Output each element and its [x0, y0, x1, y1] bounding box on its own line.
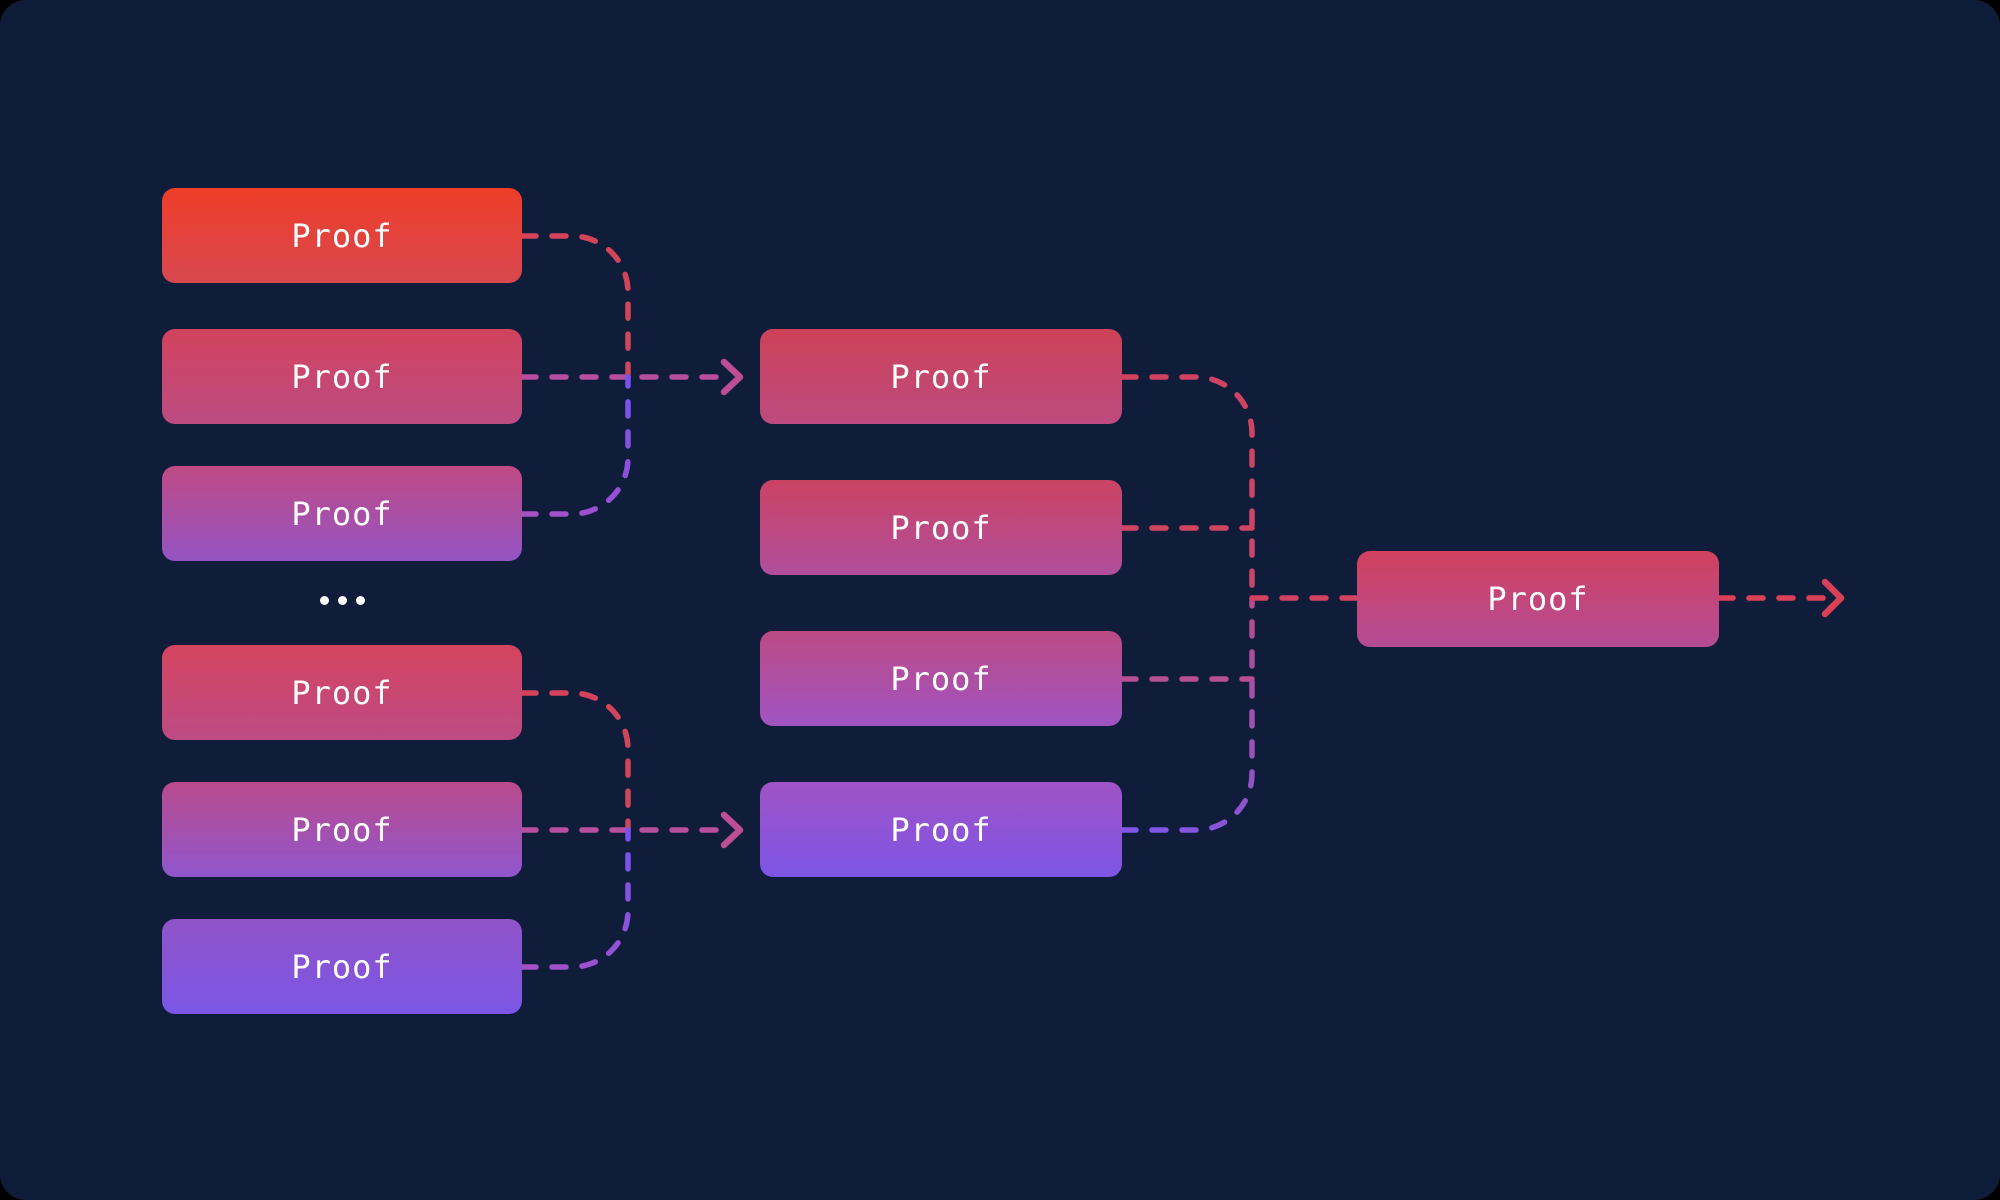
- connector-left1-curve: [519, 233, 631, 380]
- ellipsis-dot: [355, 595, 365, 605]
- connector-mid4-curve: [1119, 595, 1255, 833]
- proof-node: Proof: [1357, 551, 1719, 647]
- proof-node-label: Proof: [291, 357, 393, 396]
- proof-node: Proof: [162, 329, 522, 424]
- proof-node: Proof: [760, 480, 1122, 575]
- connector-left4-curve: [519, 690, 631, 833]
- connector-left6-curve: [519, 827, 631, 970]
- ellipsis-dot: [337, 595, 347, 605]
- proof-node: Proof: [162, 645, 522, 740]
- proof-node-label: Proof: [890, 810, 992, 849]
- proof-node-label: Proof: [890, 508, 992, 547]
- connector-left3-curve: [519, 374, 631, 517]
- proof-node-label: Proof: [890, 357, 992, 396]
- ellipsis-dot: [319, 595, 329, 605]
- proof-node-label: Proof: [291, 216, 393, 255]
- proof-node: Proof: [760, 329, 1122, 424]
- proof-node-label: Proof: [890, 659, 992, 698]
- proof-node: Proof: [760, 782, 1122, 877]
- proof-node: Proof: [162, 919, 522, 1014]
- arrowhead-right-icon: [720, 358, 744, 396]
- proof-node: Proof: [162, 782, 522, 877]
- proof-node-label: Proof: [1487, 580, 1589, 618]
- arrowhead-right-icon: [720, 811, 744, 849]
- proof-node-label: Proof: [291, 947, 393, 986]
- proof-node-label: Proof: [291, 810, 393, 849]
- proof-node: Proof: [162, 188, 522, 283]
- connector-mid1-curve: [1119, 374, 1255, 601]
- proof-node: Proof: [162, 466, 522, 561]
- proof-node-label: Proof: [291, 673, 393, 712]
- proof-node-label: Proof: [291, 494, 393, 533]
- proof-node: Proof: [760, 631, 1122, 726]
- arrowhead-right-icon: [1821, 578, 1845, 618]
- ellipsis-dots: [162, 591, 522, 609]
